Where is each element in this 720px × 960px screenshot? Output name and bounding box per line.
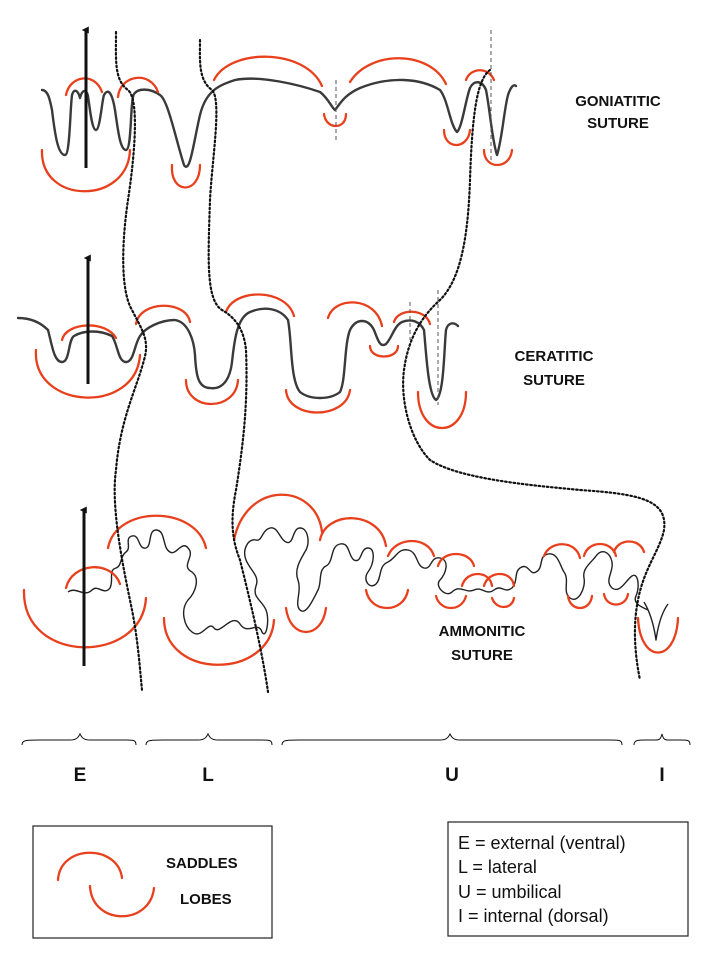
ceratitic-label-line2: SUTURE bbox=[523, 372, 585, 389]
goniatitic-label-line2: SUTURE bbox=[587, 115, 649, 132]
brace-i bbox=[633, 733, 691, 746]
ceratitic-saddle-arc bbox=[326, 301, 384, 328]
definitions-box bbox=[447, 821, 689, 937]
definitions-key: E = external (ventral) L = lateral U = u… bbox=[447, 821, 689, 937]
ceratitic-lobe-arc bbox=[416, 390, 468, 430]
segment-label-l: L bbox=[202, 765, 214, 786]
ammonitic-saddle-arc bbox=[612, 540, 646, 554]
goniatitic-label-line1: GONIATITIC bbox=[575, 93, 661, 110]
segment-label-i: I bbox=[659, 765, 664, 786]
ceratitic-lobe-arc bbox=[184, 378, 240, 405]
ceratitic-lobe-arc bbox=[284, 388, 352, 414]
goniatitic-saddle-arc bbox=[116, 76, 160, 99]
ammonitic-lobe-arc bbox=[162, 616, 276, 666]
brace-u bbox=[281, 732, 623, 746]
goniatitic-lobe-arc bbox=[40, 148, 132, 193]
segment-label-e: E bbox=[74, 765, 87, 786]
definition-i: I = internal (dorsal) bbox=[458, 906, 609, 926]
ammonitic-saddle-arc bbox=[386, 540, 436, 558]
legend-box bbox=[32, 825, 273, 939]
ammonitic-saddle-arc bbox=[232, 493, 324, 542]
connector-line bbox=[198, 38, 270, 694]
ceratitic-saddle-arc bbox=[224, 293, 296, 318]
goniatitic-saddle-arc bbox=[64, 77, 104, 97]
segment-braces bbox=[21, 732, 691, 746]
ammonitic-lobe-arc bbox=[566, 594, 594, 610]
goniatitic-lobe-arc bbox=[482, 148, 514, 166]
legend-saddle-symbol bbox=[56, 851, 124, 882]
legend: SADDLES LOBES bbox=[32, 825, 273, 939]
ammonitic-suture-line bbox=[67, 527, 649, 635]
goniatitic-saddle-arc bbox=[348, 57, 448, 86]
ceratitic-saddle-arc bbox=[392, 310, 432, 326]
ammonitic-lobe-arc bbox=[490, 596, 516, 609]
goniatitic-lobe-arc bbox=[442, 128, 472, 146]
ammonitic-saddle-arc bbox=[460, 572, 494, 588]
definition-e: E = external (ventral) bbox=[458, 833, 626, 853]
connector-line bbox=[113, 30, 148, 692]
ammonitic-suture bbox=[22, 493, 680, 666]
ceratitic-lobe-arc bbox=[34, 348, 142, 399]
brace-e bbox=[21, 732, 137, 746]
ammonitic-lobe-arc bbox=[284, 606, 328, 634]
legend-saddles-label: SADDLES bbox=[166, 855, 238, 872]
connector-line bbox=[402, 68, 666, 682]
ammonitic-lobe-arc bbox=[434, 594, 468, 610]
definition-u: U = umbilical bbox=[458, 882, 562, 902]
goniatitic-lobe-arc bbox=[322, 112, 348, 128]
segment-label-u: U bbox=[445, 765, 459, 786]
ceratitic-saddle-arc bbox=[134, 304, 192, 326]
goniatitic-suture-line bbox=[40, 77, 518, 168]
ceratitic-suture bbox=[16, 254, 468, 430]
ammonitic-saddle-arc bbox=[318, 517, 388, 548]
ammonitic-lobe-arc bbox=[364, 588, 410, 610]
ammonitic-saddle-arc bbox=[64, 566, 122, 590]
homology-connectors bbox=[113, 30, 666, 694]
legend-lobe-symbol bbox=[88, 884, 156, 918]
ammonitic-label-line2: SUTURE bbox=[451, 647, 513, 664]
ammonitic-saddle-arc bbox=[436, 552, 476, 568]
definition-l: L = lateral bbox=[458, 857, 537, 877]
goniatitic-saddle-arc bbox=[212, 55, 324, 88]
ammonitic-internal-lobe bbox=[643, 601, 669, 641]
brace-l bbox=[145, 732, 273, 746]
ceratitic-lobe-arc bbox=[368, 344, 400, 358]
ammonitic-label-line1: AMMONITIC bbox=[439, 623, 526, 640]
ammonitic-saddle-arc bbox=[106, 514, 208, 550]
ammonitic-saddle-arc bbox=[582, 542, 618, 558]
ammonitic-saddle-arc bbox=[542, 543, 582, 560]
ceratitic-label-line1: CERATITIC bbox=[515, 348, 594, 365]
goniatitic-lobe-arc bbox=[170, 163, 202, 189]
ammonitic-lobe-arc bbox=[602, 592, 630, 606]
goniatitic-suture bbox=[40, 26, 518, 193]
legend-lobes-label: LOBES bbox=[180, 891, 232, 908]
ammonitic-lobe-arc bbox=[636, 616, 680, 654]
goniatitic-saddle-arc bbox=[464, 69, 496, 82]
ammonitic-saddle-arc bbox=[482, 572, 516, 588]
ceratitic-suture-line bbox=[16, 307, 460, 402]
